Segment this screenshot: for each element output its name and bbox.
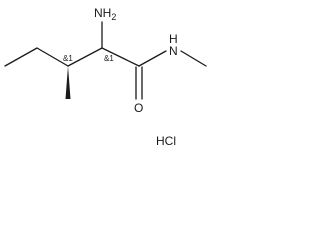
stereo-label-c3: &1: [63, 54, 73, 63]
bond-skeleton: [4, 21, 207, 100]
amine-symbol: NH: [94, 6, 111, 20]
chemical-structure: &1 &1 NH2 N H O HCl: [4, 6, 207, 148]
bond-c2-carbonyl: [101, 47, 140, 67]
amide-hydrogen-label: H: [169, 32, 178, 46]
amide-nitrogen-label: N: [169, 44, 178, 58]
bond-ch2-c3: [36, 47, 69, 67]
bond-ch3-ch2: [4, 47, 38, 67]
amine-label: NH2: [94, 6, 116, 22]
wedge-bond-methyl: [65, 66, 71, 99]
salt-label: HCl: [156, 134, 176, 148]
amine-subscript: 2: [111, 12, 116, 22]
carbonyl-oxygen-label: O: [134, 101, 143, 115]
bond-amide-n-methyl: [180, 50, 207, 67]
bond-c3-c2: [67, 47, 103, 67]
bond-carbonyl-amide-n: [138, 50, 167, 67]
stereo-label-c2: &1: [104, 54, 114, 63]
